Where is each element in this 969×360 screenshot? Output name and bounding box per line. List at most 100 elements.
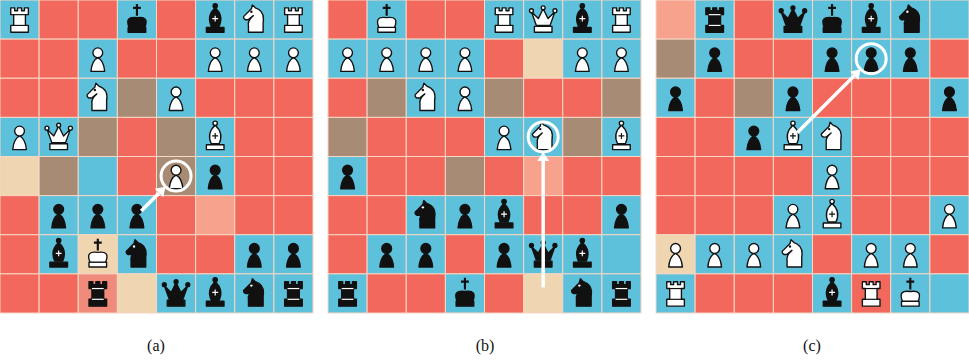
chess-piece (456, 278, 474, 306)
board-square (695, 196, 734, 235)
board-square (117, 157, 156, 196)
board-square (891, 0, 930, 39)
board-square (930, 0, 969, 39)
board-square (274, 78, 313, 117)
board-square (656, 196, 695, 235)
board-square (656, 235, 695, 274)
chess-piece (415, 201, 435, 228)
board-square (0, 274, 39, 313)
chess-piece (862, 4, 880, 33)
chess-piece (419, 48, 433, 71)
chess-piece (823, 278, 841, 307)
board-square (117, 0, 156, 39)
board-square (734, 0, 773, 39)
board-square (485, 0, 524, 39)
board-square (406, 78, 445, 117)
board-square (602, 0, 641, 39)
board-square (157, 274, 196, 313)
panel-label: (b) (476, 337, 495, 355)
board-square (563, 235, 602, 274)
board-square (813, 274, 852, 313)
board-square (563, 39, 602, 78)
board-square (196, 39, 235, 78)
chess-piece (50, 238, 68, 267)
board-square (891, 78, 930, 117)
chess-piece (169, 87, 183, 110)
board-square (602, 157, 641, 196)
chess-piece (208, 48, 222, 71)
chess-piece (458, 204, 472, 227)
board-square (0, 235, 39, 274)
board-square (367, 78, 406, 117)
board-square (602, 274, 641, 313)
chess-piece (497, 244, 511, 267)
board-square (328, 39, 367, 78)
board-square (367, 117, 406, 156)
chess-piece (45, 123, 72, 149)
chess-piece (821, 122, 841, 149)
board-square (78, 39, 117, 78)
board-square (813, 235, 852, 274)
chess-piece (128, 4, 146, 32)
board-square (274, 274, 313, 313)
chess-piece (287, 48, 301, 71)
chess-piece (13, 126, 27, 149)
board-square (524, 39, 563, 78)
chess-piece (786, 204, 800, 227)
board-square (695, 157, 734, 196)
board-square (328, 274, 367, 313)
chess-piece (497, 126, 511, 149)
board-square (485, 39, 524, 78)
board-square (734, 274, 773, 313)
board-square (406, 39, 445, 78)
board-square (891, 117, 930, 156)
chess-piece (786, 87, 800, 110)
highlight-ring (528, 122, 558, 152)
chess-piece (862, 282, 880, 306)
board-square (78, 274, 117, 313)
board-square (235, 274, 274, 313)
board-square (157, 0, 196, 39)
chess-piece (669, 87, 683, 110)
board-square (39, 0, 78, 39)
chess-piece (162, 280, 189, 306)
board-square (117, 274, 156, 313)
board-square (930, 78, 969, 117)
chess-piece (667, 282, 685, 306)
chess-piece (864, 48, 878, 71)
board-square (235, 117, 274, 156)
board-square (0, 0, 39, 39)
chess-piece (575, 48, 589, 71)
board-square (445, 0, 484, 39)
board-square (852, 196, 891, 235)
board-square (235, 196, 274, 235)
board-square (117, 39, 156, 78)
board-square (602, 196, 641, 235)
board-square (563, 157, 602, 196)
board-square (367, 196, 406, 235)
chess-piece (613, 8, 631, 32)
board-square (235, 235, 274, 274)
board-square (196, 157, 235, 196)
board-square (117, 117, 156, 156)
chess-piece (244, 279, 264, 306)
board-square (328, 0, 367, 39)
board-square (406, 235, 445, 274)
arrow-head (155, 187, 166, 198)
board-square (39, 274, 78, 313)
panel-label: (a) (147, 337, 165, 355)
board-square (328, 196, 367, 235)
board-square (485, 274, 524, 313)
chess-board (328, 0, 641, 313)
board-square (367, 157, 406, 196)
board-square (695, 78, 734, 117)
board-square (0, 157, 39, 196)
board-square (328, 157, 367, 196)
chess-piece (287, 244, 301, 267)
board-square (602, 117, 641, 156)
board-square (406, 196, 445, 235)
board-square (773, 39, 812, 78)
chess-piece (378, 4, 396, 32)
move-arrow (141, 193, 159, 211)
